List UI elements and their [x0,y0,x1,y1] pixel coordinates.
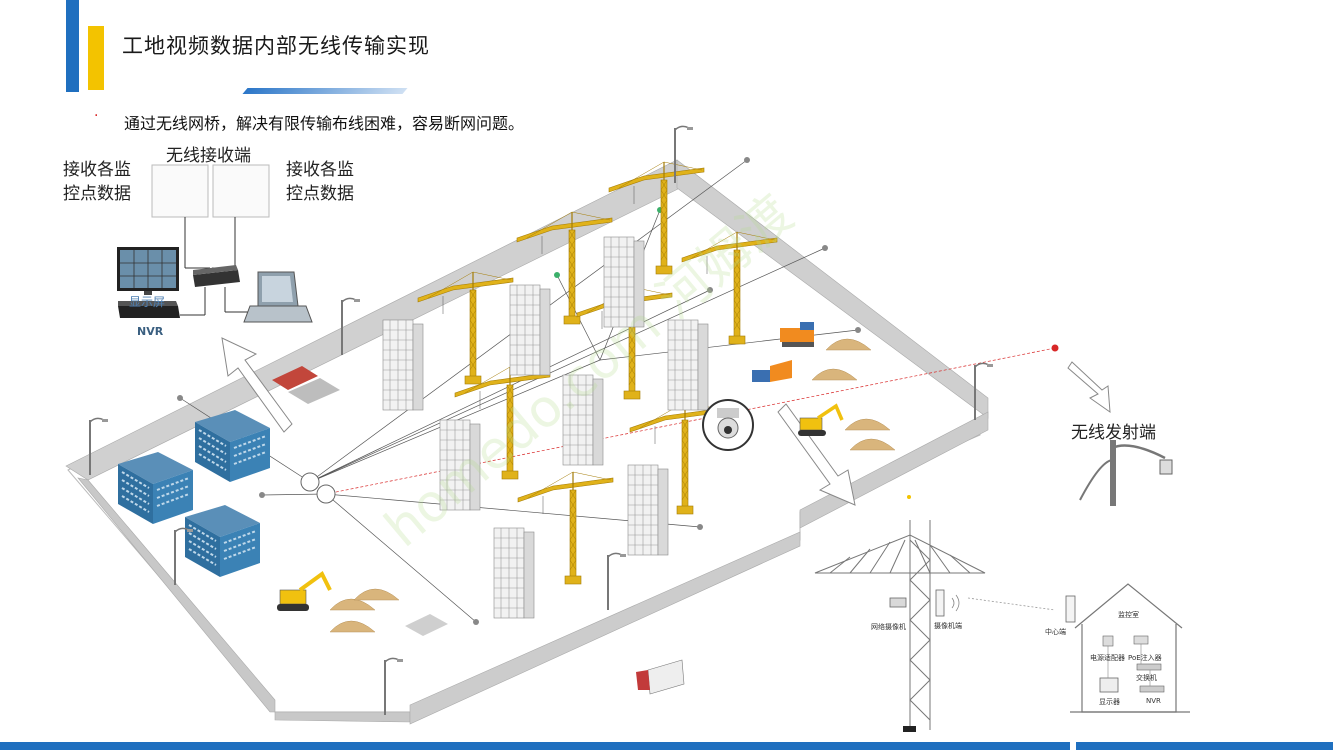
receiver-right-label: 接收各监 控点数据 [286,158,354,206]
delivery-truck [636,659,685,695]
nvr-label: NVR [137,325,164,338]
header-yellow-bar [88,26,104,90]
power-adapter-icon [1102,635,1114,647]
receiver-left-label: 接收各监 控点数据 [63,158,131,206]
site-wall-bottom [409,531,801,725]
adapter-label: 电源适配器 [1090,654,1125,662]
arrow-to-transmitter [1067,361,1111,414]
building-under-construction [439,419,481,511]
building-under-construction [509,284,551,376]
nvr-room-icon [1139,685,1165,693]
receiver-left-label-line1: 接收各监 [63,160,131,180]
building-under-construction [493,527,535,619]
arrow-to-receiver [221,337,293,433]
footer-bar [0,742,1070,750]
excavator [277,570,332,611]
tower-network-camera-icon [889,597,907,608]
page-subtitle: 通过无线网桥，解决有限传输布线困难，容易断网问题。 [124,114,525,133]
tower-bridge-label: 摄像机端 [934,622,962,630]
display-room-label: 显示器 [1099,698,1120,706]
center-bridge-icon [1065,595,1076,623]
poe-injector-icon [1133,635,1149,645]
footer-bar-right [1076,742,1333,750]
room-label: 监控室 [1118,611,1139,619]
switch-room-icon [1136,663,1162,671]
building-under-construction [667,319,709,411]
bullet-marker: · [94,108,99,124]
switch-icon [193,265,240,287]
tower-camera-label: 网络摄像机 [871,623,906,631]
receiver-antenna-right [212,164,270,218]
receiver-title: 无线接收端 [166,146,251,166]
center-label: 中心端 [1045,628,1066,636]
building-under-construction [603,236,645,328]
control-room-house [1070,583,1190,713]
tower-crane-detail [814,520,986,732]
header-blue-bar [66,0,79,92]
receiver-right-label-line1: 接收各监 [286,160,354,180]
mixer-truck [780,322,814,347]
monitor-label: 显示屏 [129,295,166,309]
dome-camera-icon [702,399,754,451]
arrow-to-tower [777,403,856,506]
receiver-right-label-line2: 控点数据 [286,184,354,204]
poe-label: PoE注入器 [1128,654,1162,662]
monitor-icon [117,247,179,295]
brick-stacks [272,366,448,636]
dump-truck [752,360,792,382]
transmitter-pole [1079,440,1173,506]
switch-room-label: 交换机 [1136,674,1157,682]
nvr-room-label: NVR [1146,697,1161,705]
relay-node-a [300,472,320,492]
tower-bridge-icon [935,589,945,617]
nvr-icon [118,301,180,318]
receiver-antenna-left [151,164,209,218]
display-room-icon [1099,677,1119,693]
building-under-construction [562,374,604,466]
transmitter-title: 无线发射端 [1071,423,1156,443]
relay-node-b [316,484,336,504]
receiver-left-label-line2: 控点数据 [63,184,131,204]
building-under-construction [382,319,424,411]
laptop-icon [243,271,313,323]
excavator [798,403,844,436]
page-title: 工地视频数据内部无线传输实现 [122,34,430,58]
building-under-construction [627,464,669,556]
